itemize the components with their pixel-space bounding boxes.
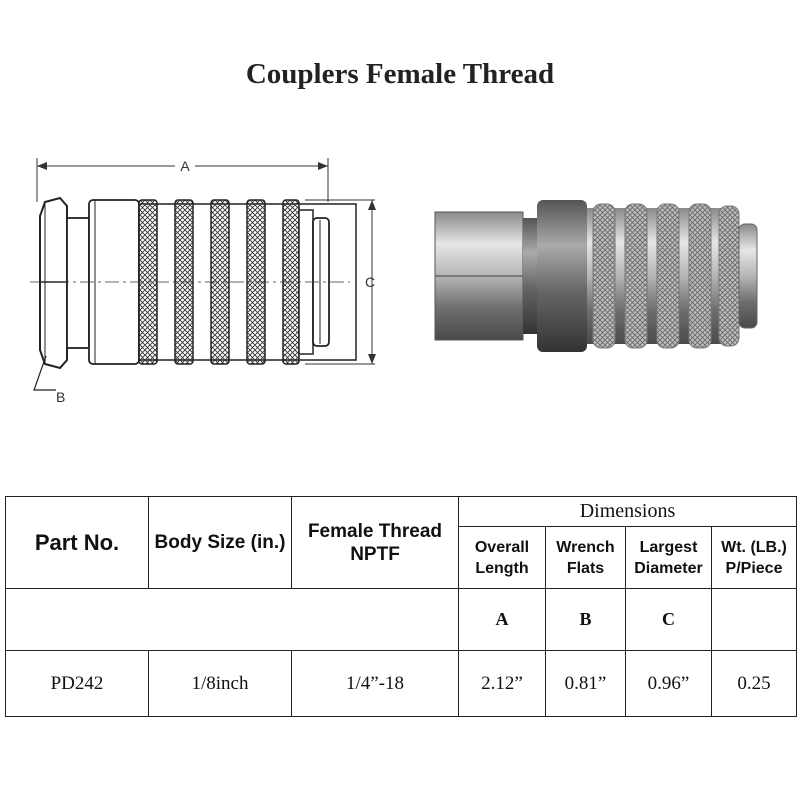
letter-b: B <box>545 588 626 651</box>
dimension-label-b: B <box>56 389 65 405</box>
table-row: PD242 1/8inch 1/4”-18 2.12” 0.81” 0.96” … <box>5 650 797 717</box>
cell-largest-diameter: 0.96” <box>625 650 712 717</box>
cell-body-size: 1/8inch <box>148 650 292 717</box>
cell-overall-length: 2.12” <box>458 650 546 717</box>
header-body-size: Body Size (in.) <box>148 496 292 589</box>
header-wrench-flats: Wrench Flats <box>545 526 626 589</box>
header-female-thread: Female Thread NPTF <box>291 496 459 589</box>
letter-a: A <box>458 588 546 651</box>
header-part-no: Part No. <box>5 496 149 589</box>
coupler-product-image <box>434 200 758 352</box>
cell-wrench-flats: 0.81” <box>545 650 626 717</box>
coupler-line-drawing: A C B <box>30 156 376 405</box>
header-overall-length: Overall Length <box>458 526 546 589</box>
header-largest-diameter: Largest Diameter <box>625 526 712 589</box>
letter-spacer-weight <box>711 588 797 651</box>
letter-c: C <box>625 588 712 651</box>
cell-part-no: PD242 <box>5 650 149 717</box>
header-dimensions: Dimensions <box>458 496 797 527</box>
header-weight: Wt. (LB.) P/Piece <box>711 526 797 589</box>
cell-female-thread: 1/4”-18 <box>291 650 459 717</box>
dimension-label-c: C <box>365 274 375 290</box>
letters-spacer-cell <box>5 588 459 651</box>
dimension-label-a: A <box>180 158 190 174</box>
specification-table: Part No. Body Size (in.) Female Thread N… <box>5 496 797 717</box>
page-title: Couplers Female Thread <box>245 58 555 90</box>
cell-weight: 0.25 <box>711 650 797 717</box>
